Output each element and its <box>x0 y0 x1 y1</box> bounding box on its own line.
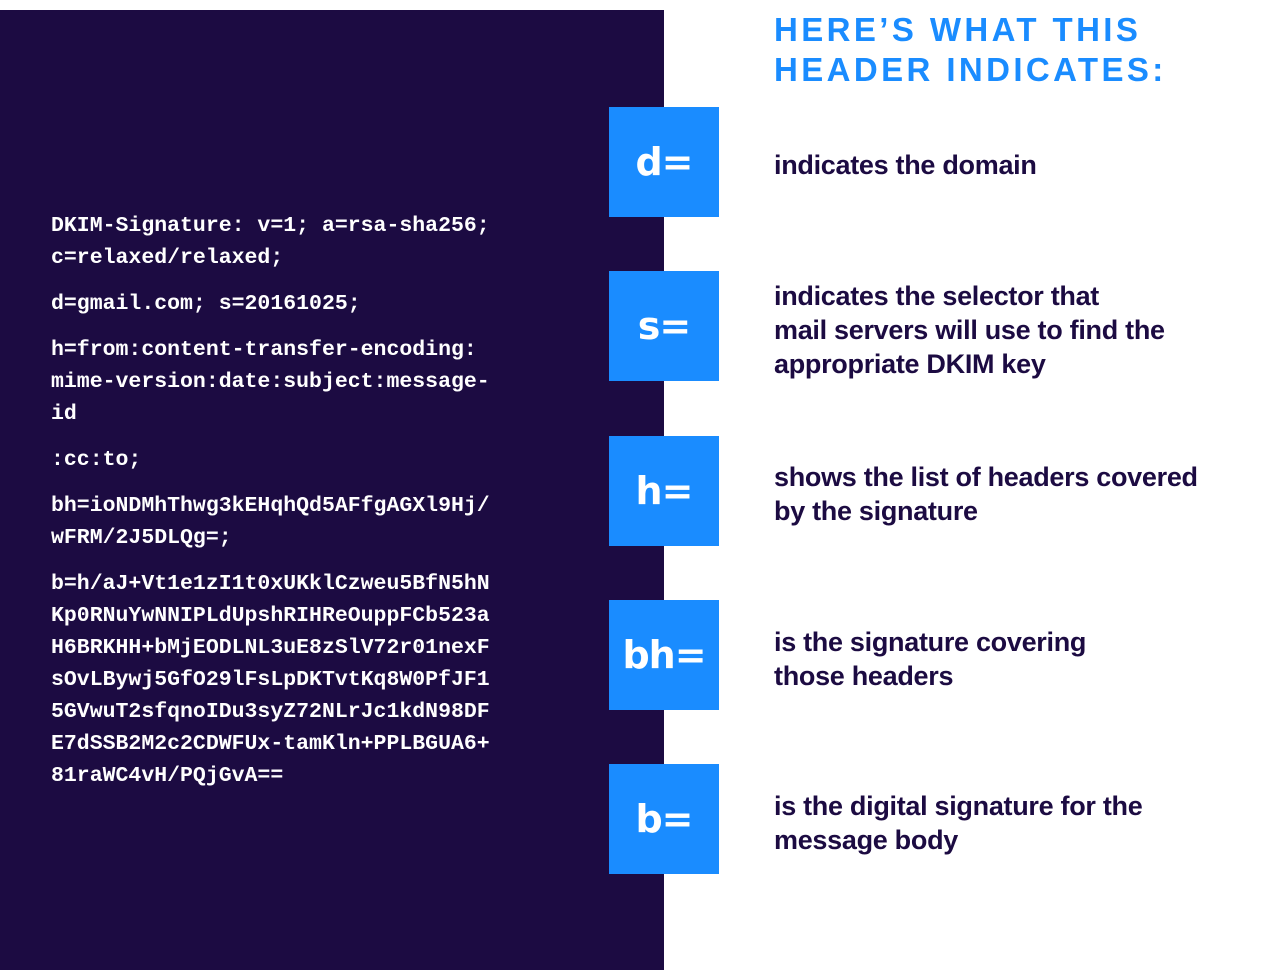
tag-description-b: is the digital signature for the message… <box>774 789 1274 857</box>
code-line: 5GVwuT2sfqnoIDu3syZ72NLrJc1kdN98DF <box>51 700 490 724</box>
code-line: Kp0RNuYwNNIPLdUpshRIHReOuppFCb523a <box>51 604 490 628</box>
heading-line: HERE’S WHAT THIS <box>774 11 1142 48</box>
code-panel: DKIM-Signature: v=1; a=rsa-sha256; c=rel… <box>0 10 664 970</box>
page-heading: HERE’S WHAT THIS HEADER INDICATES: <box>774 10 1167 90</box>
tag-box-s: s= <box>609 271 719 381</box>
code-line: bh=ioNDMhThwg3kEHqhQd5AFfgAGXl9Hj/ <box>51 494 490 518</box>
code-line: DKIM-Signature: v=1; a=rsa-sha256; <box>51 214 490 238</box>
tag-box-d: d= <box>609 107 719 217</box>
code-line: h=from:content-transfer-encoding: <box>51 338 477 362</box>
code-line: wFRM/2J5DLQg=; <box>51 526 232 550</box>
code-line: sOvLBywj5GfO29lFsLpDKTvtKq8W0PfJF1 <box>51 668 490 692</box>
tag-box-h: h= <box>609 436 719 546</box>
description-line: indicates the domain <box>774 150 1037 180</box>
code-line: c=relaxed/relaxed; <box>51 246 284 270</box>
description-line: is the digital signature for the <box>774 791 1143 821</box>
tag-description-s: indicates the selector that mail servers… <box>774 279 1274 381</box>
code-line: b=h/aJ+Vt1e1zI1t0xUKklCzweu5BfN5hN <box>51 572 490 596</box>
code-line: mime-version:date:subject:message- <box>51 370 490 394</box>
tag-box-bh: bh= <box>609 600 719 710</box>
code-line: E7dSSB2M2c2CDWFUx-tamKln+PPLBGUA6+ <box>51 732 490 756</box>
code-line: 81raWC4vH/PQjGvA== <box>51 764 284 788</box>
description-line: indicates the selector that <box>774 281 1099 311</box>
code-line: H6BRKHH+bMjEODLNL3uE8zSlV72r01nexF <box>51 636 490 660</box>
tag-description-d: indicates the domain <box>774 148 1274 182</box>
description-line: message body <box>774 825 958 855</box>
description-line: those headers <box>774 661 954 691</box>
dkim-header-code: DKIM-Signature: v=1; a=rsa-sha256; c=rel… <box>51 210 571 792</box>
code-line: id <box>51 402 77 426</box>
description-line: by the signature <box>774 496 978 526</box>
description-line: is the signature covering <box>774 627 1087 657</box>
tag-description-bh: is the signature covering those headers <box>774 625 1274 693</box>
heading-line: HEADER INDICATES: <box>774 51 1167 88</box>
tag-box-b: b= <box>609 764 719 874</box>
code-line: :cc:to; <box>51 448 142 472</box>
code-line: d=gmail.com; s=20161025; <box>51 292 361 316</box>
description-line: shows the list of headers covered <box>774 462 1198 492</box>
description-line: mail servers will use to find the <box>774 315 1165 345</box>
description-line: appropriate DKIM key <box>774 349 1046 379</box>
tag-description-h: shows the list of headers covered by the… <box>774 460 1274 528</box>
